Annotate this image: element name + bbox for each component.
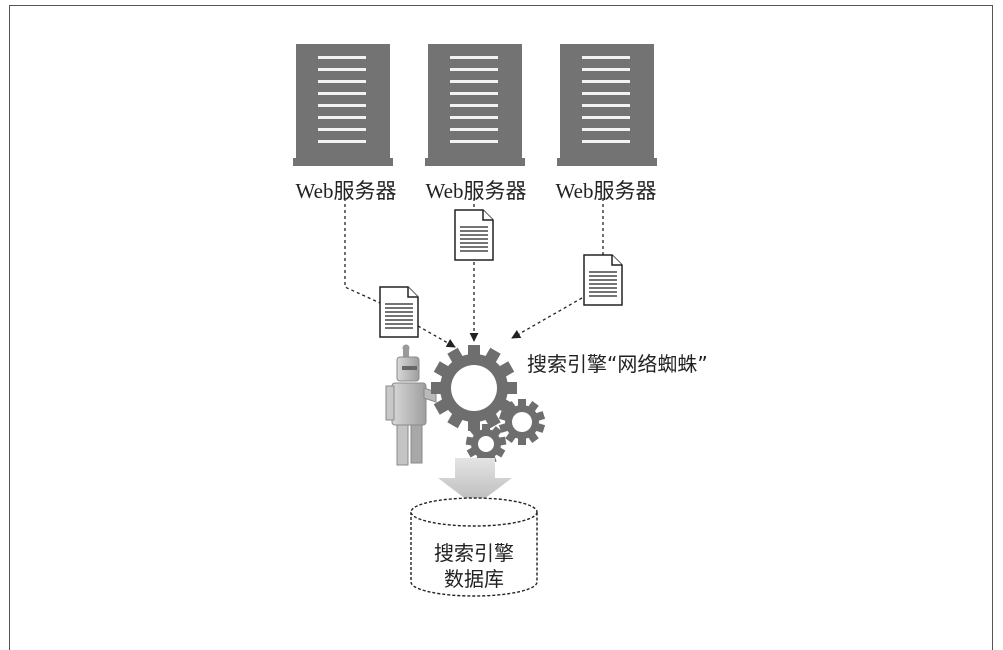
server-icon-1 (293, 44, 393, 166)
gear-icon-medium (498, 399, 546, 445)
document-icon-1 (379, 286, 419, 338)
down-arrow-icon (438, 458, 512, 506)
robot-icon (385, 344, 437, 466)
server-label-3: Web服务器 (555, 179, 657, 203)
server-label-2: Web服务器 (425, 179, 527, 203)
spider-label: 搜索引擎“网络蜘蛛” (527, 352, 708, 376)
server-icon-3 (557, 44, 657, 166)
connector-line-right-end (511, 297, 583, 339)
database-label-line2: 数据库 (444, 567, 504, 591)
database-label-line1: 搜索引擎 (434, 541, 514, 565)
database-icon (410, 497, 538, 597)
server-label-1: Web服务器 (295, 179, 397, 203)
connector-line-left (344, 198, 381, 304)
document-icon-2 (454, 209, 494, 261)
server-icon-2 (425, 44, 525, 166)
document-icon-3 (583, 254, 623, 306)
connector-line-left-end (417, 325, 456, 348)
